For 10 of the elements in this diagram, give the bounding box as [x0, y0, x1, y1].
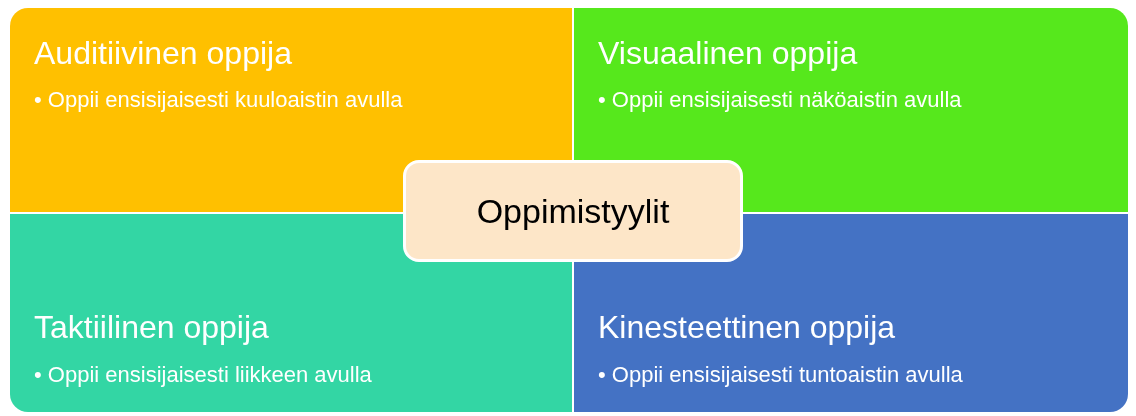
quadrant-heading: Auditiivinen oppija	[34, 34, 292, 73]
bullet-text: • Oppii ensisijaisesti liikkeen avulla	[34, 360, 372, 388]
quadrant-heading: Taktiilinen oppija	[34, 308, 269, 347]
bullet-text: • Oppii ensisijaisesti kuuloaistin avulla	[34, 86, 403, 114]
center-box	[403, 160, 743, 262]
bullet-text: • Oppii ensisijaisesti näköaistin avulla	[598, 86, 962, 114]
quadrant-heading: Kinesteettinen oppija	[598, 308, 896, 347]
quadrant-heading: Visuaalinen oppija	[598, 34, 858, 73]
center-title: Oppimistyylit	[476, 191, 670, 231]
bullet-text: • Oppii ensisijaisesti tuntoaistin avulla	[598, 360, 963, 388]
